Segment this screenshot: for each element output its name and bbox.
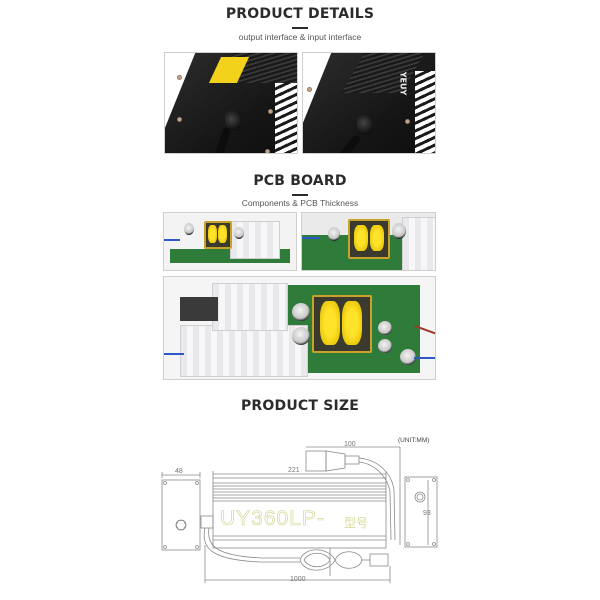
screw-icon	[265, 149, 270, 153]
heatsink-upper	[212, 283, 288, 331]
capacitor	[392, 223, 406, 239]
screw-icon	[405, 119, 410, 124]
wire-blue	[414, 357, 435, 359]
model-watermark: UY360LP-	[220, 507, 325, 531]
left-end-view	[161, 479, 201, 551]
charger-body-outline	[212, 477, 387, 549]
capacitor	[378, 321, 392, 335]
details-title: PRODUCT DETAILS	[225, 6, 375, 22]
output-interface-photo	[164, 52, 298, 154]
pcb-title: PCB BOARD	[253, 173, 347, 189]
wire	[302, 237, 320, 239]
coil	[370, 225, 384, 251]
capacitor	[378, 339, 392, 353]
coil	[218, 225, 227, 243]
heatsink	[402, 217, 435, 270]
pcb-top-view	[163, 276, 436, 380]
dim-length: 221	[288, 467, 300, 474]
pcb-subtitle: Components & PCB Thickness	[241, 198, 359, 208]
capacitor	[292, 303, 310, 321]
wire	[164, 239, 180, 241]
screw-icon	[177, 117, 182, 122]
unit-label: (UNIT:MM)	[398, 437, 430, 444]
heatsink-side	[275, 83, 297, 153]
right-end-view	[404, 476, 438, 548]
details-subtitle: output interface & input interface	[238, 32, 362, 42]
wire-blue-left	[164, 353, 184, 355]
dim-width: 48	[175, 468, 183, 475]
inductor	[180, 297, 218, 321]
capacitor	[234, 227, 244, 239]
details-title-underline	[292, 27, 308, 29]
screw-icon	[268, 109, 273, 114]
screw-icon	[177, 75, 182, 80]
screw-icon	[307, 87, 312, 92]
pcb-title-underline	[292, 194, 308, 196]
size-title: PRODUCT SIZE	[240, 398, 360, 414]
coil	[320, 301, 340, 345]
pcb-side-view-right	[301, 212, 436, 271]
coil	[208, 225, 217, 243]
cable-gland	[225, 111, 241, 131]
model-watermark-cn: 型号	[344, 516, 369, 530]
coil	[354, 225, 368, 251]
capacitor	[328, 227, 340, 241]
pcb-side-view-left	[163, 212, 297, 271]
capacitor	[292, 327, 310, 345]
input-interface-photo: YEUY	[302, 52, 436, 154]
dim-height: 93	[423, 510, 431, 517]
dim-cable: 1000	[290, 576, 306, 583]
capacitor	[184, 223, 194, 235]
cable-gland	[357, 115, 373, 135]
dim-connector: 100	[344, 441, 356, 448]
capacitor	[400, 349, 416, 365]
heatsink-side	[415, 71, 435, 153]
coil	[342, 301, 362, 345]
